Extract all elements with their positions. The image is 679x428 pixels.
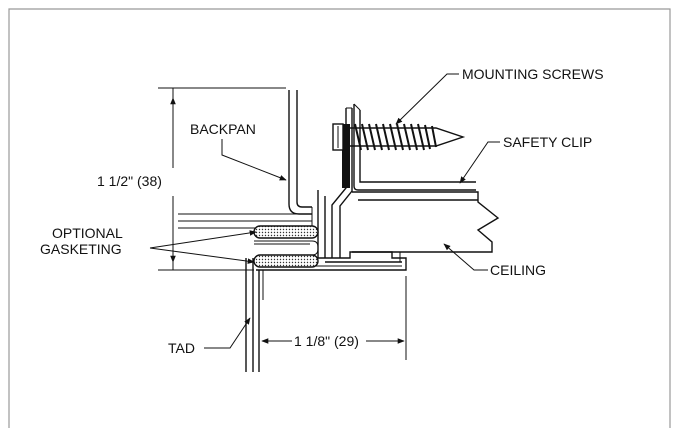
trim-frame [256,107,407,271]
backpan [178,90,313,229]
mounting-strip [342,124,350,188]
ceiling-block [352,191,500,253]
label-tad: TAD [168,340,195,356]
width-dimension [261,276,407,360]
height-dimension [158,87,286,271]
tad-member [245,258,264,372]
label-gasketing: GASKETING [40,241,122,257]
leader-lines [149,73,500,349]
gasket-upper [253,225,319,239]
label-ceiling: CEILING [490,262,546,278]
mounting-screw [332,123,466,151]
gasket-fold [254,240,319,256]
frame-border [8,8,671,428]
label-optional: OPTIONAL [52,225,123,241]
label-width-dimension: 1 1/8" (29) [294,333,359,349]
label-backpan: BACKPAN [190,121,256,137]
label-height-dimension: 1 1/2" (38) [97,173,162,189]
safety-clip [353,103,476,191]
label-safety-clip: SAFETY CLIP [503,134,592,150]
label-mounting-screws: MOUNTING SCREWS [462,66,604,82]
gasket-lower [253,254,319,268]
